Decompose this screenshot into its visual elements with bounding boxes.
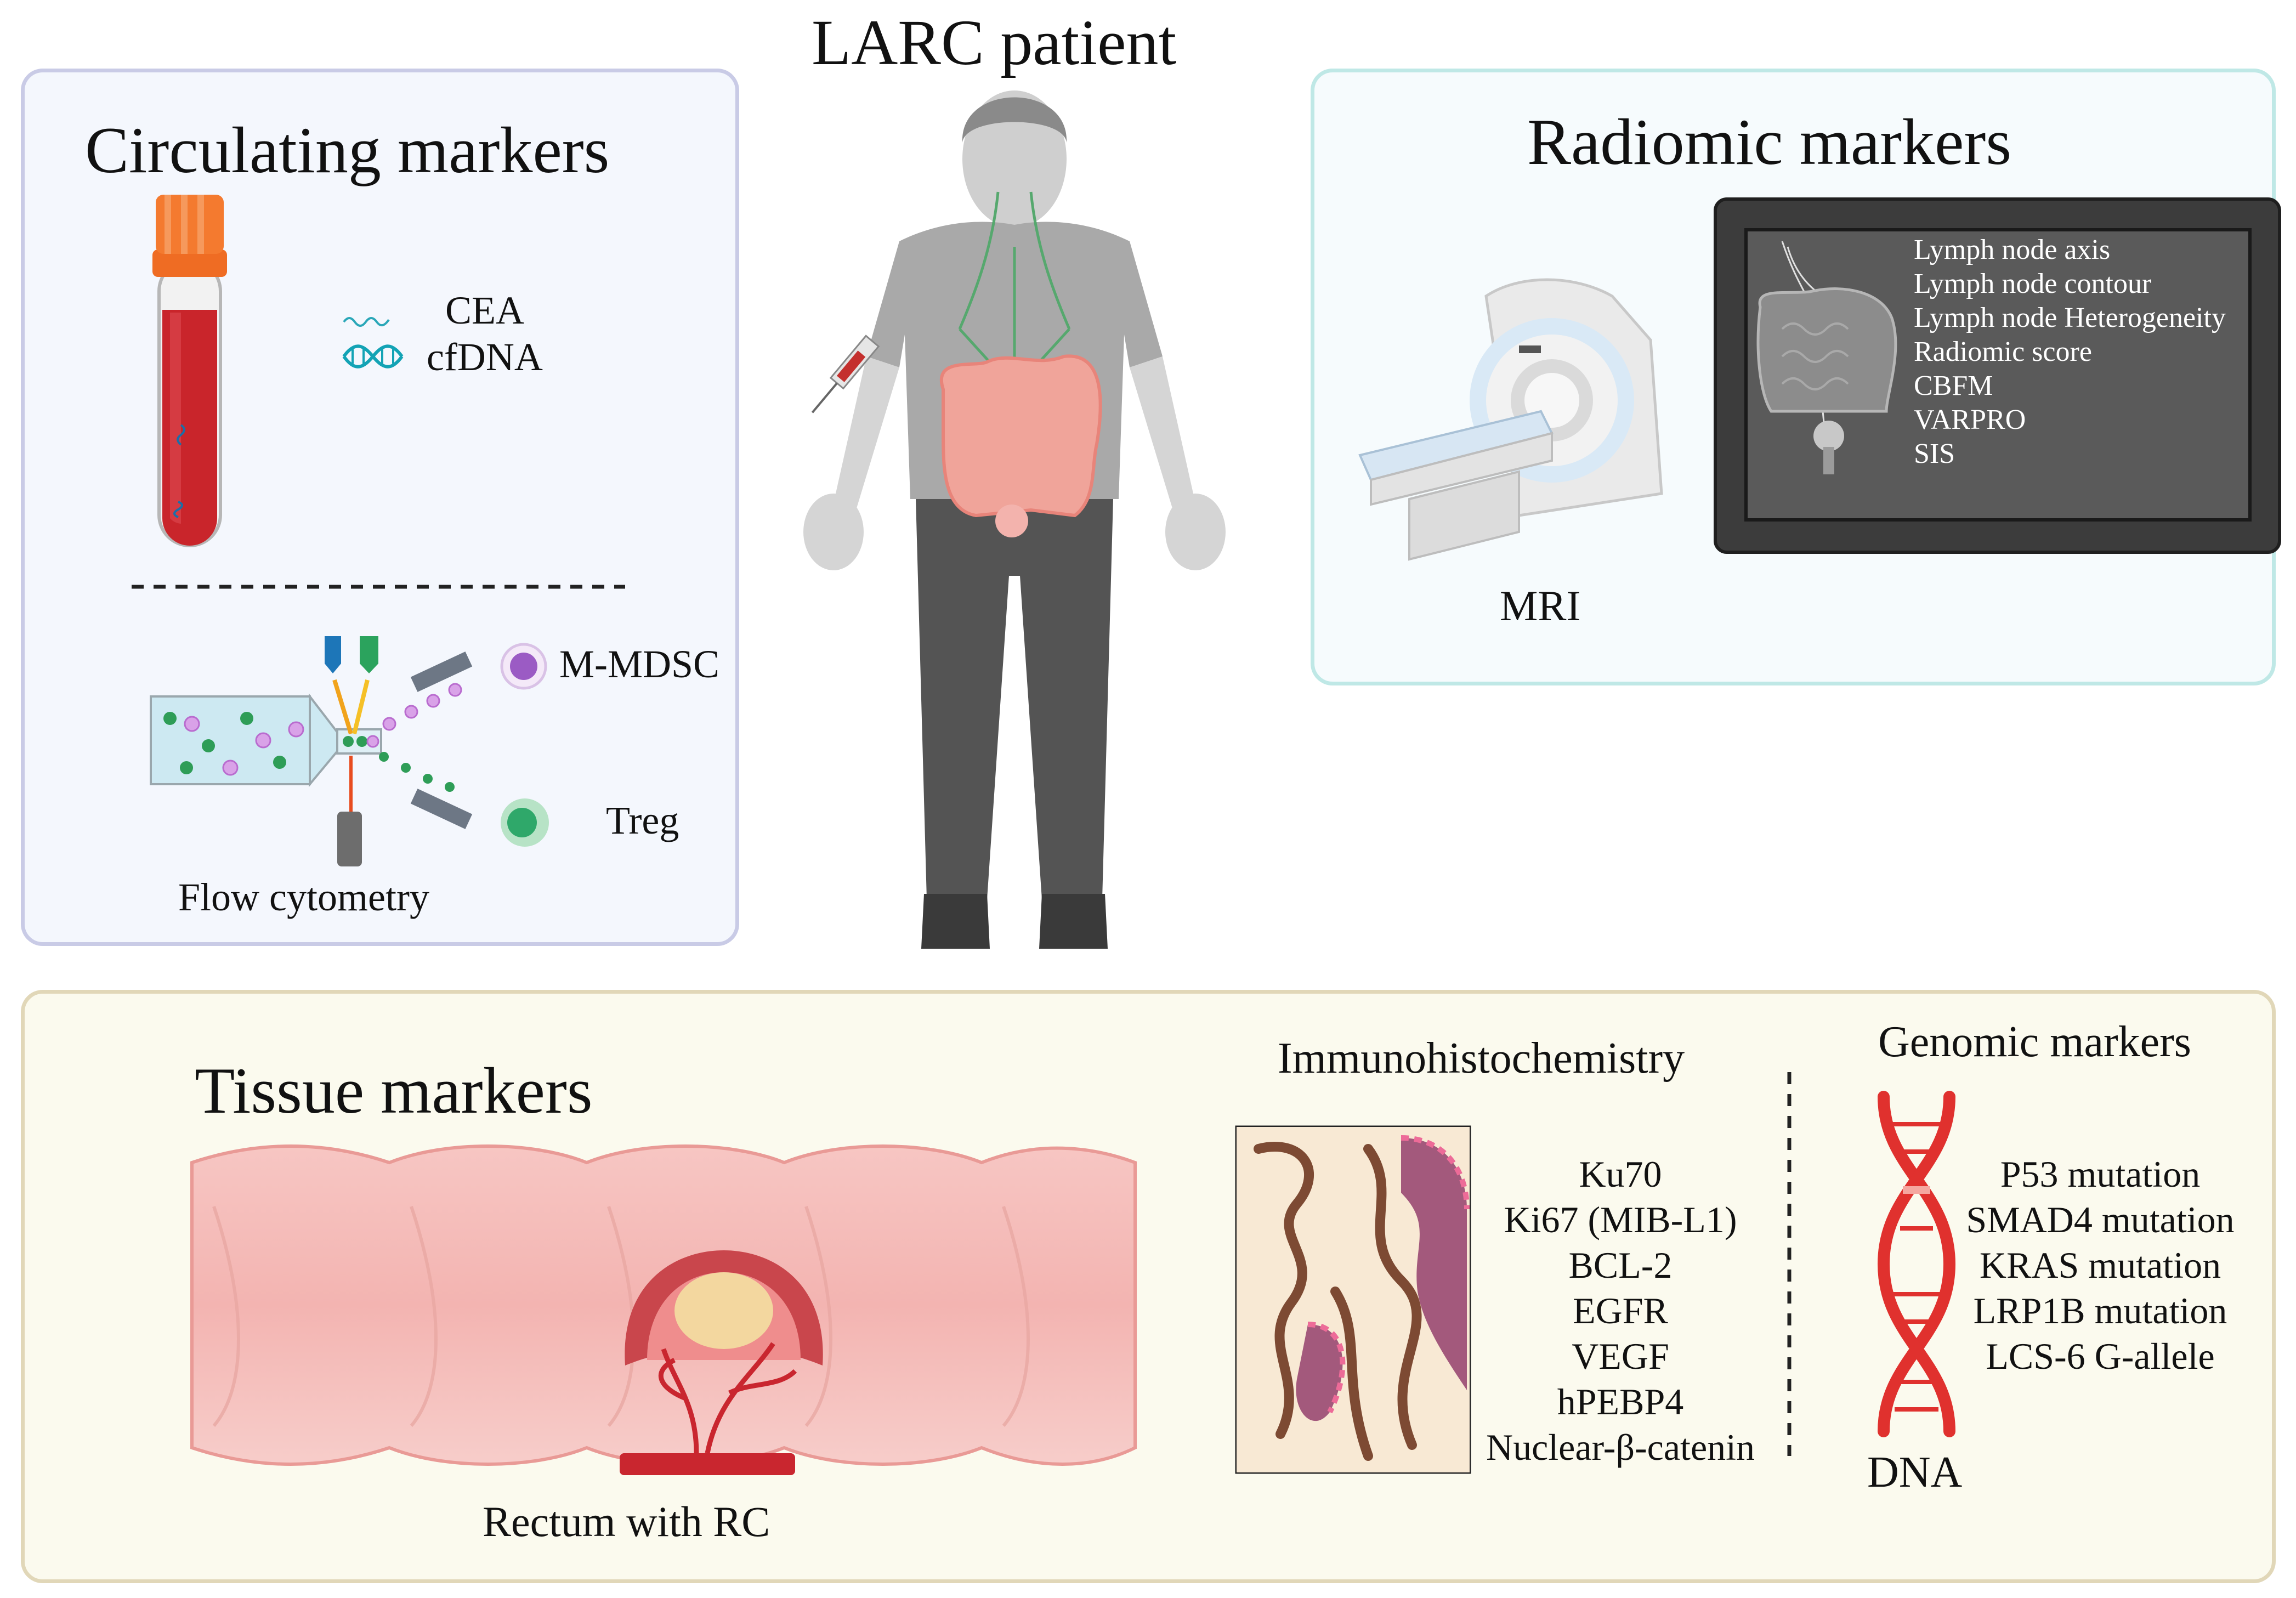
rectum-illustration xyxy=(190,1144,1137,1475)
marker-cea: CEA xyxy=(445,288,524,332)
mri-label: MRI xyxy=(1500,582,1581,630)
ihc-item: EGFR xyxy=(1573,1290,1668,1331)
patient-figure xyxy=(803,90,1226,949)
radiomic-item: Lymph node axis xyxy=(1914,234,2111,265)
genomic-item: LRP1B mutation xyxy=(1973,1290,2227,1331)
circulating-markers-heading: Circulating markers xyxy=(85,114,610,186)
ihc-item: Ku70 xyxy=(1579,1153,1662,1195)
ihc-marker-list: Ku70 Ki67 (MIB-L1) BCL-2 EGFR VEGF hPEBP… xyxy=(1475,1152,1766,1470)
circulating-markers-panel xyxy=(21,69,739,946)
cell-treg: Treg xyxy=(606,798,679,842)
ihc-tissue-image xyxy=(1235,1125,1471,1474)
marker-cfdna: cfDNA xyxy=(427,335,543,379)
tissue-markers-heading: Tissue markers xyxy=(195,1054,593,1127)
rectum-label: Rectum with RC xyxy=(483,1498,770,1545)
radiomic-item: Lymph node contour xyxy=(1914,268,2152,299)
radiomic-markers-heading: Radiomic markers xyxy=(1527,105,2012,178)
ihc-item: hPEBP4 xyxy=(1557,1381,1684,1423)
ihc-heading: Immunohistochemistry xyxy=(1278,1034,1685,1083)
flow-cytometer-illustration xyxy=(150,636,473,866)
radiomic-item: Lymph node Heterogeneity xyxy=(1914,302,2226,333)
cfdna-icon xyxy=(342,344,404,369)
mri-scanner-illustration xyxy=(1358,278,1663,561)
m-mdsc-cell-icon xyxy=(500,643,547,690)
page-title: LARC patient xyxy=(812,7,1177,78)
colon-scan-image xyxy=(1756,241,1897,474)
radiomic-marker-list: Lymph node axis Lymph node contour Lymph… xyxy=(1914,233,2226,471)
radiomic-item: Radiomic score xyxy=(1914,336,2092,367)
ihc-item: Nuclear-β-catenin xyxy=(1486,1426,1755,1468)
section-divider xyxy=(1787,1072,1792,1456)
genomic-item: KRAS mutation xyxy=(1979,1244,2221,1286)
radiomic-item: SIS xyxy=(1914,438,1955,469)
treg-cell-icon xyxy=(501,798,549,847)
radiomic-item: VARPRO xyxy=(1914,404,2026,435)
dna-helix-icon xyxy=(1877,1091,1956,1437)
genomic-item: SMAD4 mutation xyxy=(1966,1199,2235,1240)
cea-protein-icon xyxy=(343,317,390,327)
cell-m-mdsc: M-MDSC xyxy=(559,642,720,686)
ihc-item: VEGF xyxy=(1572,1335,1669,1377)
ihc-item: Ki67 (MIB-L1) xyxy=(1504,1199,1737,1240)
genomic-item: P53 mutation xyxy=(2000,1153,2201,1195)
genomic-heading: Genomic markers xyxy=(1878,1018,2191,1066)
panel-divider xyxy=(132,585,625,589)
flow-cytometry-label: Flow cytometry xyxy=(178,875,429,919)
radiomic-item: CBFM xyxy=(1914,370,1993,401)
blood-tube-icon xyxy=(152,195,227,547)
ihc-item: BCL-2 xyxy=(1568,1244,1673,1286)
genomic-marker-list: P53 mutation SMAD4 mutation KRAS mutatio… xyxy=(1958,1152,2243,1379)
dna-label: DNA xyxy=(1867,1448,1963,1497)
genomic-item: LCS-6 G-allele xyxy=(1986,1335,2215,1377)
